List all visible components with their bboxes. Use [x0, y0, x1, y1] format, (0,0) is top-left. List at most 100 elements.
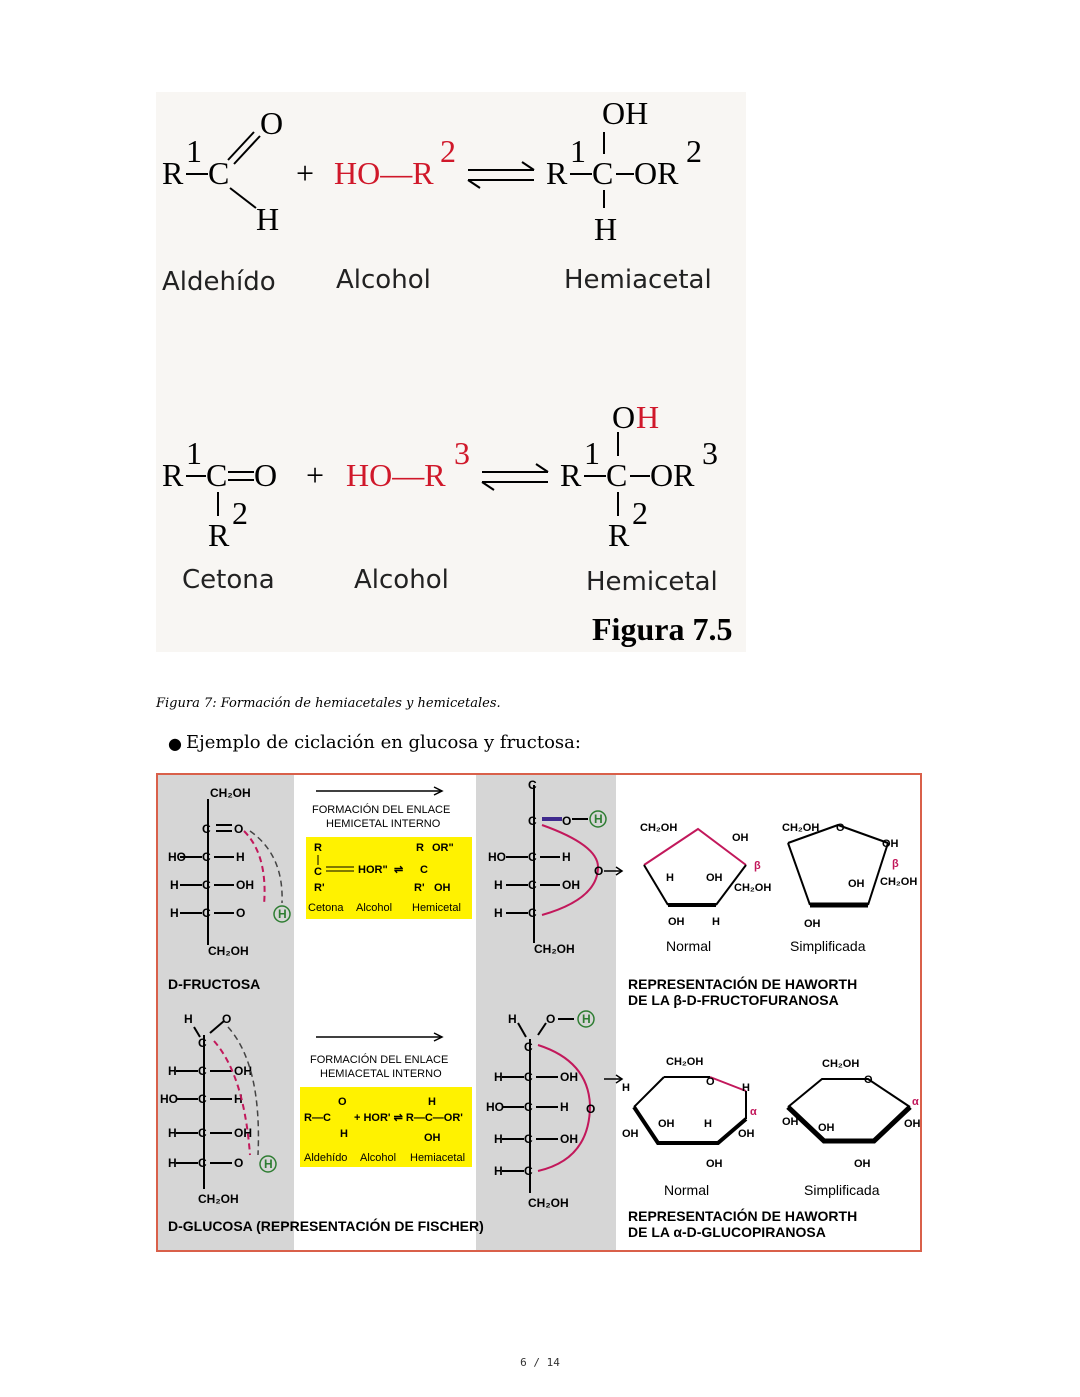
- svg-text:O: O: [864, 1074, 873, 1086]
- svg-text:1: 1: [186, 435, 202, 471]
- glucose-normal-label: Normal: [664, 1182, 709, 1198]
- box-alcohol-2: Alcohol: [360, 1152, 396, 1164]
- figure-caption: Figura 7: Formación de hemiacetales y he…: [156, 696, 501, 711]
- box-alcohol-1: Alcohol: [356, 902, 392, 914]
- svg-text:OR": OR": [432, 842, 454, 854]
- svg-text:O: O: [338, 1096, 347, 1108]
- svg-text:O: O: [586, 1102, 595, 1116]
- glucose-simplified-label: Simplificada: [804, 1182, 880, 1198]
- fructose-step-title2: HEMICETAL INTERNO: [326, 818, 441, 830]
- svg-text:H: H: [582, 1012, 591, 1026]
- glucose-step-title: FORMACIÓN DEL ENLACE: [310, 1053, 448, 1066]
- svg-text:CH₂OH: CH₂OH: [208, 944, 249, 958]
- svg-text:OH: OH: [234, 1064, 252, 1078]
- svg-text:HO—R: HO—R: [334, 155, 434, 191]
- svg-text:O: O: [706, 1076, 715, 1088]
- svg-text:C: C: [202, 850, 211, 864]
- svg-text:H: H: [562, 850, 571, 864]
- svg-text:C: C: [198, 1064, 207, 1078]
- fructose-haworth-title: REPRESENTACIÓN DE HAWORTH: [628, 975, 857, 992]
- svg-text:HO: HO: [486, 1100, 504, 1114]
- svg-text:C: C: [528, 814, 537, 828]
- svg-text:CH₂OH: CH₂OH: [734, 882, 771, 894]
- reaction-cetona: R 1 C O R 2 + HO—R 3 R 1 C O H R: [162, 399, 718, 597]
- svg-text:C: C: [420, 864, 428, 876]
- label-hemiacetal: Hemiacetal: [564, 265, 712, 295]
- svg-text:2: 2: [686, 133, 702, 169]
- svg-text:OH: OH: [434, 882, 451, 894]
- svg-text:H: H: [494, 906, 503, 920]
- svg-text:H: H: [168, 1156, 177, 1170]
- svg-text:2: 2: [440, 133, 456, 169]
- svg-text:C: C: [524, 1100, 533, 1114]
- svg-text:R: R: [162, 457, 184, 493]
- svg-text:3: 3: [454, 435, 470, 471]
- svg-text:C: C: [208, 155, 229, 191]
- svg-text:OH: OH: [738, 1128, 755, 1140]
- svg-text:1: 1: [584, 435, 600, 471]
- svg-text:HO: HO: [168, 850, 186, 864]
- fructose-anomer-normal: β: [754, 860, 761, 872]
- fructose-normal-label: Normal: [666, 938, 711, 954]
- svg-text:CH₂OH: CH₂OH: [198, 1192, 239, 1206]
- svg-text:R: R: [416, 842, 424, 854]
- label-cetona: Cetona: [182, 565, 275, 595]
- svg-text:H: H: [340, 1128, 348, 1140]
- svg-text:OH: OH: [848, 878, 865, 890]
- svg-text:O: O: [836, 822, 845, 834]
- svg-text:H: H: [234, 1092, 243, 1106]
- box-aldehido: Aldehído: [304, 1152, 347, 1164]
- label-aldehido: Aldehído: [162, 267, 276, 297]
- svg-text:R—C: R—C: [304, 1112, 331, 1124]
- svg-text:H: H: [636, 399, 659, 435]
- glucose-step-title2: HEMIACETAL INTERNO: [320, 1068, 442, 1080]
- svg-text:H: H: [494, 878, 503, 892]
- svg-text:OH: OH: [560, 1132, 578, 1146]
- glucose-haworth-title: REPRESENTACIÓN DE HAWORTH: [628, 1207, 857, 1224]
- svg-text:H: H: [168, 1126, 177, 1140]
- svg-text:OH: OH: [562, 878, 580, 892]
- svg-text:C: C: [528, 778, 537, 792]
- reaction-aldehyde: R 1 C O H + HO—R 2 R 1 C OH H OR: [162, 95, 712, 297]
- svg-text:H: H: [742, 1082, 750, 1094]
- svg-text:R: R: [546, 155, 568, 191]
- glucose-anomer-normal: α: [750, 1106, 757, 1118]
- glucose-haworth-title2: DE LA α-D-GLUCOPIRANOSA: [628, 1224, 826, 1240]
- figure-number: Figura 7.5: [592, 611, 732, 647]
- svg-text:H: H: [712, 916, 720, 928]
- svg-text:H: H: [560, 1100, 569, 1114]
- hemiacetal-reaction-figure: R 1 C O H + HO—R 2 R 1 C OH H OR: [156, 92, 746, 652]
- svg-text:O: O: [236, 906, 245, 920]
- svg-text:H: H: [704, 1118, 712, 1130]
- svg-text:OH: OH: [818, 1122, 835, 1134]
- svg-text:3: 3: [702, 435, 718, 471]
- svg-text:C: C: [524, 1040, 533, 1054]
- fructose-step-title: FORMACIÓN DEL ENLACE: [312, 803, 450, 816]
- svg-text:C: C: [524, 1164, 533, 1178]
- svg-text:C: C: [606, 457, 627, 493]
- svg-text:C: C: [528, 878, 537, 892]
- svg-text:OH: OH: [882, 838, 899, 850]
- svg-text:O: O: [260, 105, 283, 141]
- svg-text:OH: OH: [658, 1118, 675, 1130]
- bullet-dot-icon: ●: [168, 734, 182, 753]
- svg-text:2: 2: [632, 495, 648, 531]
- bullet-item: ● Ejemplo de ciclación en glucosa y fruc…: [168, 732, 581, 753]
- svg-text:OH: OH: [236, 878, 254, 892]
- svg-text:1: 1: [570, 133, 586, 169]
- svg-text:C: C: [528, 850, 537, 864]
- svg-text:CH₂OH: CH₂OH: [782, 822, 819, 834]
- svg-text:OH: OH: [622, 1128, 639, 1140]
- box-cetona: Cetona: [308, 902, 344, 914]
- svg-text:C: C: [198, 1156, 207, 1170]
- svg-text:C: C: [202, 906, 211, 920]
- svg-text:C: C: [202, 878, 211, 892]
- svg-text:C: C: [524, 1070, 533, 1084]
- fructose-anomer-simplified: β: [892, 858, 899, 870]
- svg-text:R': R': [314, 882, 325, 894]
- svg-text:OH: OH: [560, 1070, 578, 1084]
- svg-text:HO: HO: [160, 1092, 178, 1106]
- svg-text:O: O: [562, 814, 571, 828]
- svg-text:HOR": HOR": [358, 864, 388, 876]
